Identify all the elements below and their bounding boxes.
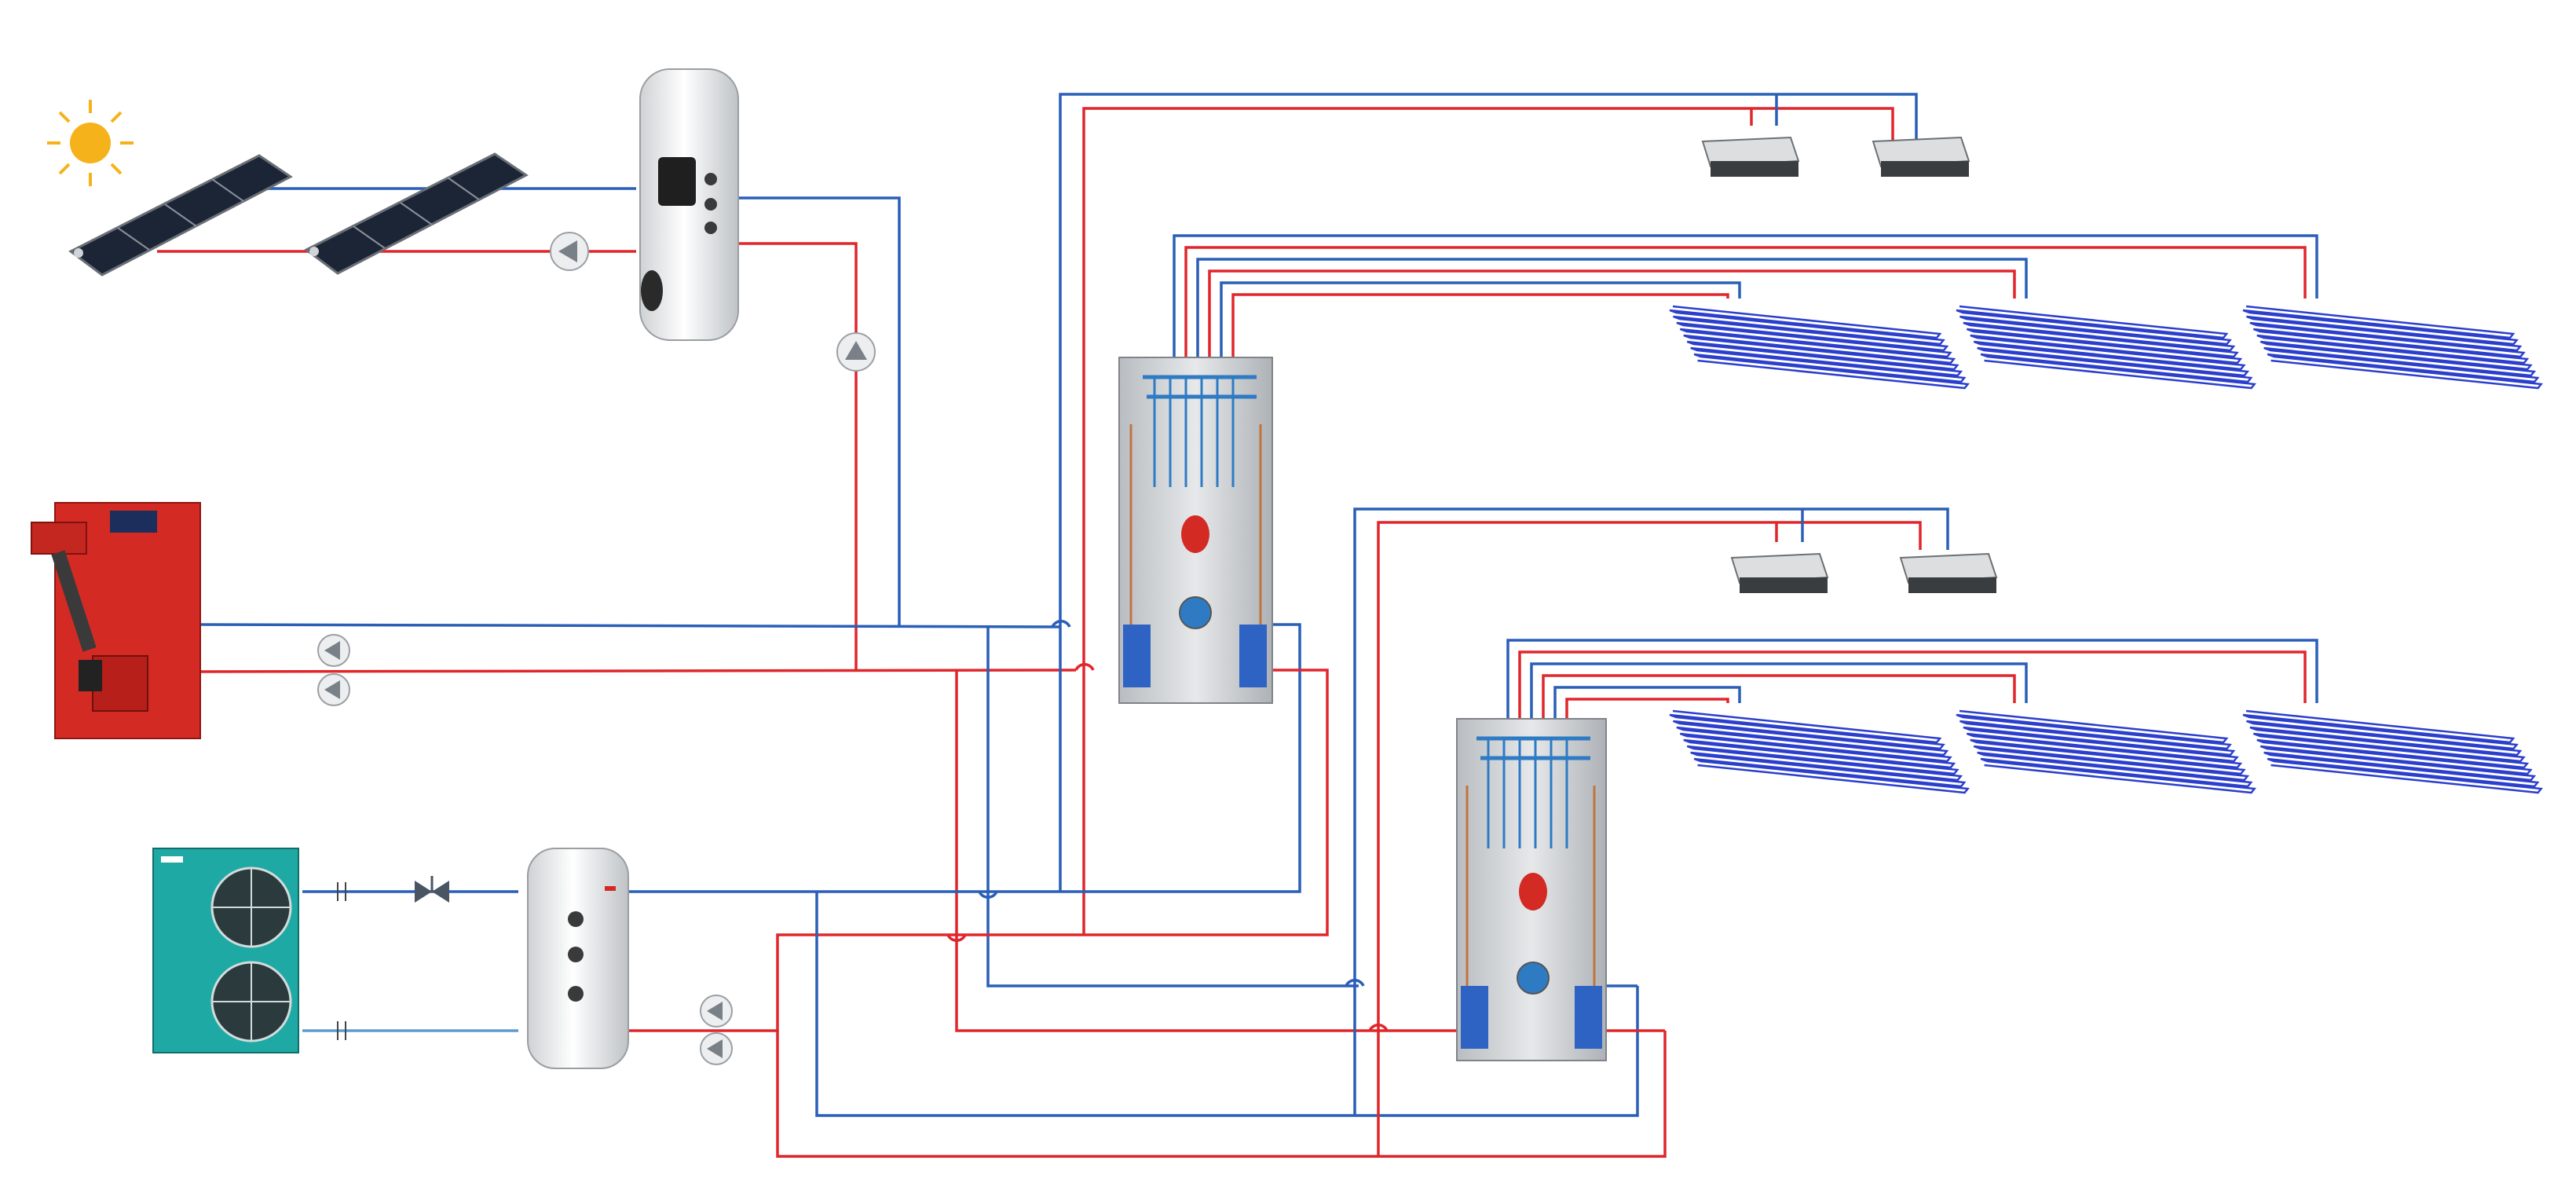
station2-floor-return-1	[1506, 639, 2318, 723]
tank-icon	[527, 848, 629, 1069]
pump-icon	[550, 232, 589, 271]
manifold-icon	[1456, 718, 1607, 1061]
tank-supply-pipe	[734, 242, 858, 670]
pump-icon	[700, 1032, 733, 1065]
buffer-supply-pipe	[628, 933, 1084, 1032]
underfloor-loops	[1669, 305, 2543, 794]
station2-fancoil-return	[1353, 507, 1949, 1116]
boiler-return-header	[199, 623, 1061, 628]
header-riser-blue-a	[986, 627, 1359, 987]
station1-floor-return-3	[1220, 281, 1741, 357]
underfloor-heating-icon	[2242, 305, 2543, 390]
fan-coil-icon	[1872, 136, 1970, 177]
tank-icon	[639, 68, 739, 341]
underfloor-heating-icon	[1956, 709, 2256, 794]
underfloor-heating-icon	[1669, 305, 1970, 390]
valve-icon	[415, 876, 449, 903]
manifold-icon	[1118, 357, 1273, 704]
pump-icon	[836, 332, 876, 372]
boiler-icon	[31, 502, 201, 739]
header-riser-red-a	[955, 670, 1461, 1032]
station2-floor-supply-3	[1565, 698, 1729, 723]
station2-floor-return-2	[1530, 662, 2028, 723]
fan-coil-icon	[1730, 552, 1829, 593]
pump-icon	[700, 995, 733, 1028]
station1-fancoil-supply	[1082, 107, 1894, 935]
station2-floor-supply-2	[1542, 674, 2016, 723]
station1-floor-supply-1	[1184, 246, 2307, 357]
boiler-supply-header	[199, 669, 1077, 673]
tank-return-pipe	[734, 196, 901, 627]
station1-floor-return-2	[1196, 258, 2028, 357]
pump-icon	[317, 673, 350, 706]
station1-floor-return-1	[1173, 234, 2318, 357]
underfloor-heating-icon	[2242, 709, 2543, 794]
heat-pump-icon	[152, 848, 299, 1053]
station1-fancoil-return	[1059, 93, 1918, 892]
pump-icon	[317, 634, 350, 667]
fan-coil-icon	[1701, 136, 1800, 177]
pipe-network	[157, 93, 2318, 1158]
sun-icon	[47, 100, 134, 186]
station2-floor-supply-1	[1518, 650, 2307, 723]
union-fitting-icon	[337, 882, 346, 1040]
station1-floor-supply-2	[1208, 269, 2016, 357]
underfloor-heating-icon	[1956, 305, 2256, 390]
station2-fancoil-supply	[1377, 521, 1922, 1156]
solar-panel-icon	[304, 152, 529, 275]
underfloor-heating-icon	[1669, 709, 1970, 794]
station1-floor-supply-3	[1231, 293, 1729, 357]
solar-panel-icon	[68, 154, 293, 277]
fan-coil-icon	[1899, 552, 1998, 593]
station2-floor-return-3	[1553, 686, 1741, 723]
pipe-crossovers	[946, 620, 1389, 1031]
